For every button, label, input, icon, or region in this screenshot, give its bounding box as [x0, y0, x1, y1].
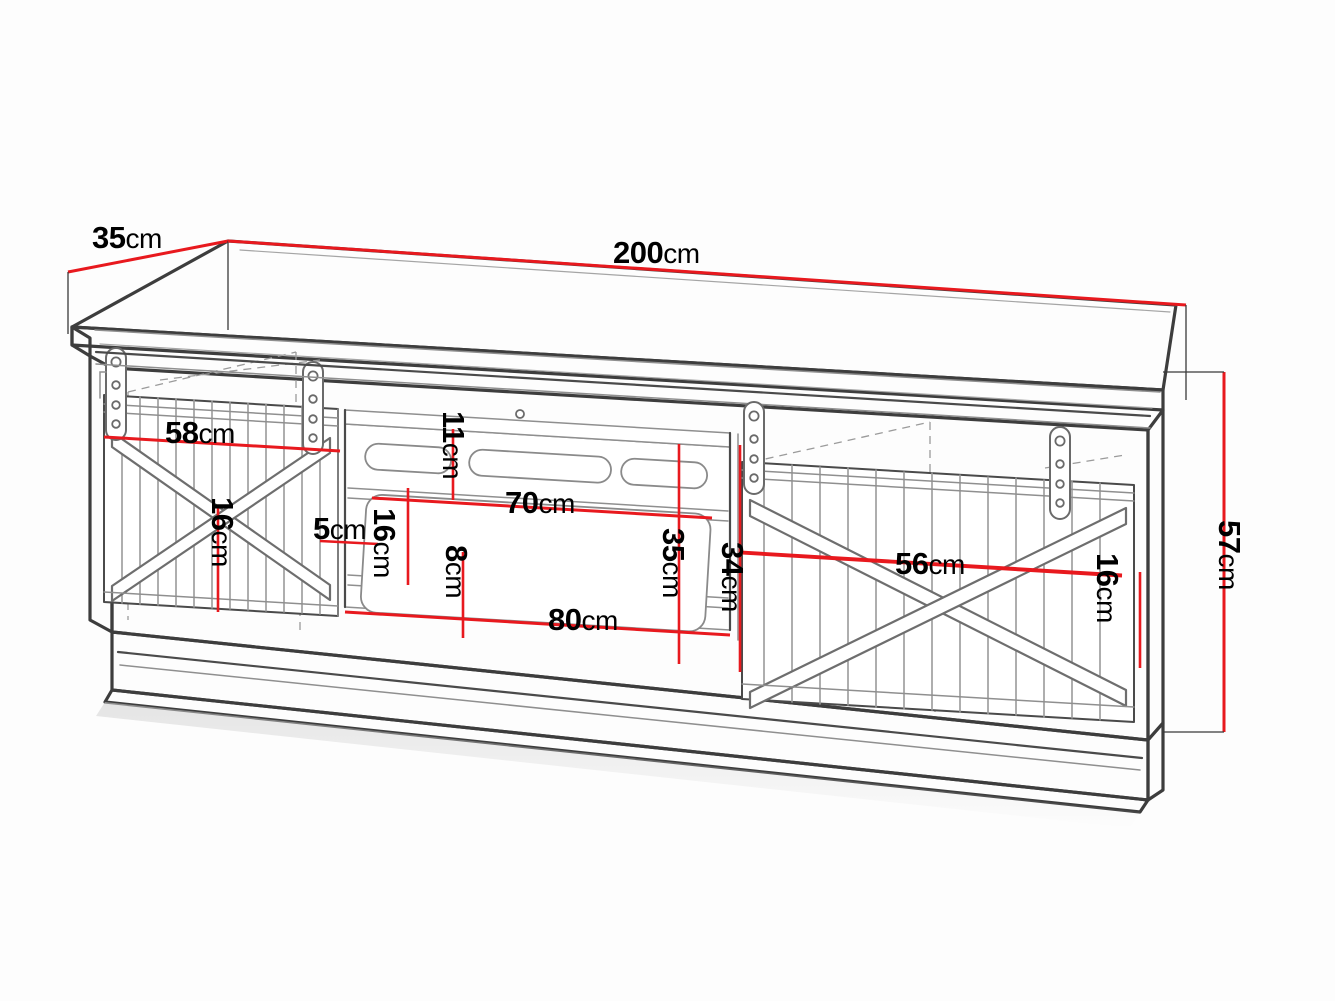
dimension-label-height: 57cm: [1212, 520, 1247, 590]
dimension-label-center-opening: 70cm: [505, 485, 575, 520]
cable-slots: [364, 442, 709, 490]
dimension-label-left-door-width: 58cm: [165, 415, 235, 450]
dimension-label-right-compartment-height: 34cm: [715, 542, 750, 612]
sliding-track-rail: [94, 343, 1153, 429]
dimension-label-lower-shelf: 8cm: [439, 545, 474, 599]
dimension-left-door-58: [103, 435, 341, 453]
dimension-label-center-outer-width: 80cm: [548, 602, 618, 637]
dimension-width-200: [227, 239, 1187, 390]
left-sliding-door[interactable]: [103, 394, 339, 617]
dimension-label-right-door-width: 56cm: [895, 546, 965, 581]
dimension-label-center-total-height: 35cm: [656, 528, 691, 598]
dimension-label-width: 200cm: [613, 235, 700, 270]
dimension-label-center-gap: 5cm: [313, 511, 367, 546]
dimension-depth-35: [67, 239, 229, 334]
dimension-label-right-shelf: 16cm: [1090, 553, 1125, 623]
dimension-right-door-56: [741, 551, 1123, 578]
dimension-label-depth: 35cm: [92, 220, 162, 255]
right-door-hanger-strap-1: [743, 401, 765, 495]
dimension-label-center-top-inset: 11cm: [436, 411, 471, 480]
dimension-center-outer-80: [344, 610, 731, 637]
right-door-hanger-strap-2: [1049, 426, 1071, 520]
center-open-compartment: [337, 408, 739, 641]
right-sliding-door[interactable]: [741, 461, 1135, 723]
dimension-label-center-shelf: 16cm: [367, 508, 402, 578]
dimension-height-57: [1163, 371, 1226, 733]
dimension-gap-5: [319, 539, 379, 546]
dimension-label-left-shelf: 16cm: [205, 497, 240, 567]
dimension-center-opening-70: [371, 496, 713, 520]
left-door-hanger-strap-2: [302, 361, 324, 455]
